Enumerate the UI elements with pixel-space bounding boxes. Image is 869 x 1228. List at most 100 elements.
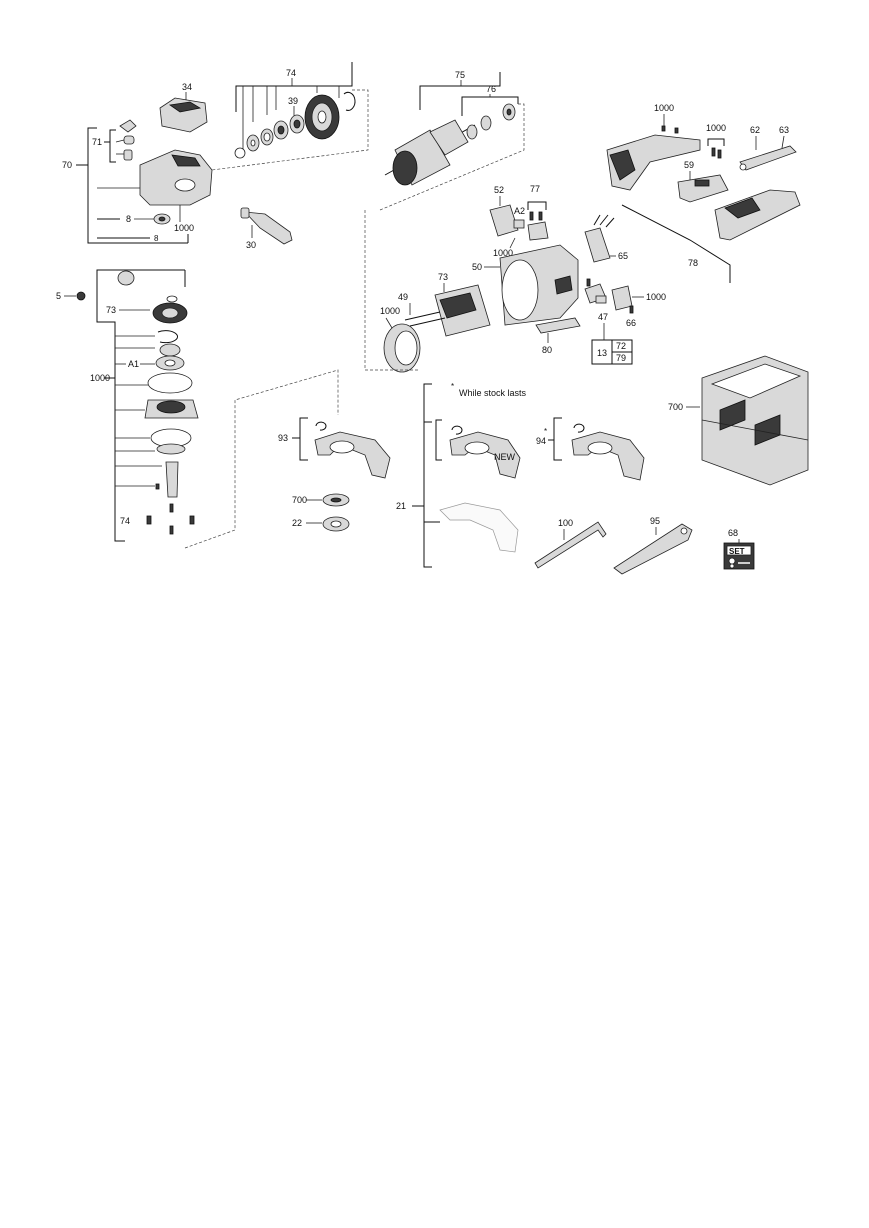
switch-59-button	[694, 179, 710, 187]
label-49: 73	[438, 272, 448, 282]
housing-bore	[174, 178, 196, 192]
cover-screw-a	[586, 278, 591, 287]
label-700: 700	[668, 402, 683, 412]
spindle-washer	[156, 443, 186, 455]
screw-set-1000: 68 SET	[723, 528, 755, 570]
set-badge-washer-b	[729, 563, 735, 569]
label-100: 21	[396, 501, 406, 511]
housing-half-left-detail	[609, 149, 636, 181]
label-21: 22	[292, 518, 302, 528]
switch-screw-b	[717, 149, 722, 159]
label-76: 76	[486, 84, 496, 94]
washer-2-hole	[250, 139, 256, 147]
label-13: A1	[128, 359, 139, 369]
spanner	[613, 523, 693, 575]
label-plate-80: 80	[535, 317, 581, 355]
washer-3-hole	[263, 132, 271, 142]
note-star: *	[451, 382, 454, 391]
label-1000-stator: 49	[398, 292, 408, 302]
guard-94-clip	[573, 423, 585, 433]
label-62: 62	[750, 125, 760, 135]
label-22: 700	[292, 495, 307, 505]
fan-baffle-opening	[394, 330, 418, 366]
label-1000-housing-top: 1000	[654, 103, 674, 113]
electronics-65: 65	[584, 214, 628, 263]
switch-59	[677, 174, 729, 203]
bevel-gear-bore	[317, 110, 327, 124]
label-52: 52	[494, 185, 504, 195]
guard-93-clip	[315, 421, 327, 431]
carry-case-700: 700	[668, 355, 809, 486]
set-badge-label-bg	[726, 545, 752, 556]
label-1000-set: 68	[728, 528, 738, 538]
guard-94: 94 *	[536, 417, 645, 481]
label-1000-housing: 1000	[174, 223, 194, 233]
carry-case-lid	[710, 363, 802, 399]
spanner-68: 95	[613, 516, 693, 575]
brush-screw-b	[538, 211, 543, 221]
bearing-8-hole	[158, 216, 166, 222]
guard-new-clip	[451, 425, 463, 435]
label-93: 93	[278, 433, 288, 443]
button-part	[123, 149, 133, 161]
cable-plug	[739, 163, 747, 171]
o-ring	[166, 295, 178, 303]
spring-part	[123, 135, 135, 145]
motor-housing-logo	[554, 275, 573, 295]
part-34: 34	[159, 82, 208, 133]
label-68: 95	[650, 516, 660, 526]
label-65: 65	[618, 251, 628, 261]
spindle-assembly-72: 5 73 A1 1000 74	[56, 269, 339, 549]
bearing-13-hole	[164, 359, 176, 367]
brush-holder-77	[527, 221, 549, 241]
flange-22-hole	[330, 497, 342, 503]
label-74: 74	[286, 68, 296, 78]
retaining-ring	[343, 91, 356, 111]
label-66: 1000	[646, 292, 666, 302]
bearing-39a-hole	[277, 125, 285, 135]
bearing-39-hole	[293, 119, 301, 129]
rating-plate	[535, 317, 581, 334]
screw-b	[674, 127, 679, 134]
motor-housing-78: 1000 1000 59 62 63 78	[606, 103, 801, 283]
brush-cover	[611, 285, 633, 311]
label-1000-switch: 1000	[706, 123, 726, 133]
electronics-board	[584, 227, 611, 263]
label-59: 59	[684, 160, 694, 170]
housing-half-left	[606, 134, 701, 191]
label-A2-brush: A2	[514, 206, 525, 216]
label-34: 34	[182, 82, 192, 92]
spindle	[165, 461, 179, 498]
label-50: 50	[472, 262, 482, 272]
armature-fan	[392, 150, 418, 186]
seal-ring	[147, 372, 193, 394]
knob-part	[117, 270, 135, 286]
brush-screw-a	[529, 211, 534, 221]
brush-A2	[513, 219, 525, 229]
cover-screw-b	[629, 305, 634, 314]
key-washer	[159, 343, 181, 357]
gear-head-assembly: 70 71 8 8 1000	[62, 119, 213, 244]
armature-bearing	[466, 124, 478, 140]
clip-part	[119, 119, 137, 133]
label-72: 1000	[90, 373, 110, 383]
label-70: 70	[62, 160, 72, 170]
bearing-76b-hole	[506, 108, 512, 116]
label-79: 13	[597, 348, 607, 358]
label-1000-cover: 66	[626, 318, 636, 328]
side-handle-30: 30	[240, 207, 293, 250]
label-63: 63	[779, 125, 789, 135]
nut-5	[76, 291, 86, 301]
set-badge: SET	[729, 547, 745, 556]
brush-cover-66: 1000 47 66	[584, 278, 666, 340]
housing-half-right-detail	[724, 197, 761, 219]
hex-key-95: 100	[534, 518, 607, 569]
housing-top-detail	[171, 154, 201, 167]
spindle-key	[155, 483, 160, 490]
label-1000-spindle: 74	[120, 516, 130, 526]
label-8b: 8	[154, 234, 159, 243]
label-A1-brush: 47	[598, 312, 608, 322]
battery-cover-detail	[168, 101, 202, 113]
spanner-hole	[680, 527, 688, 535]
